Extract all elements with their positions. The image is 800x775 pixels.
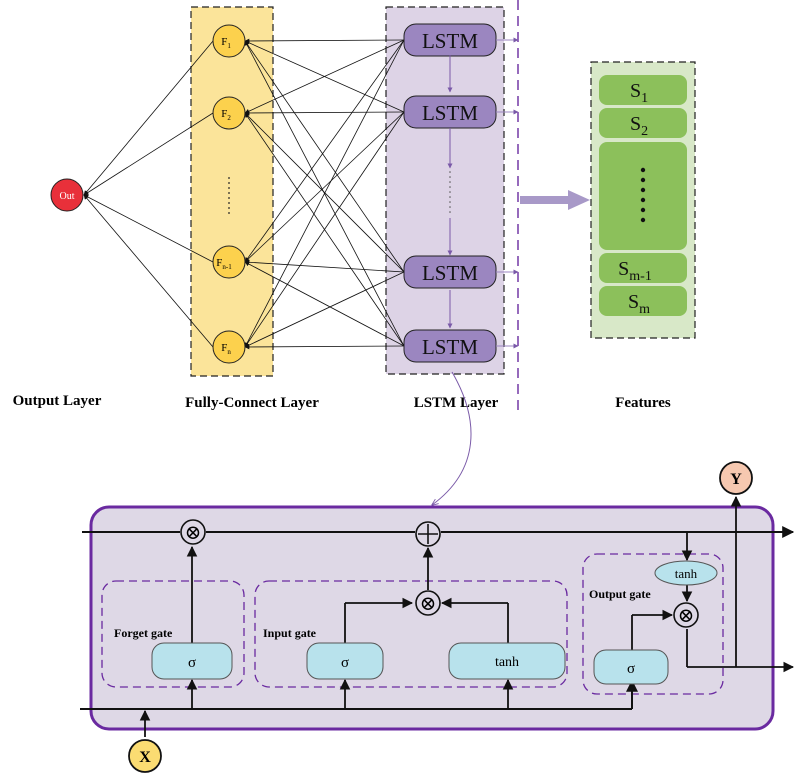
output-node-label: Out bbox=[60, 191, 75, 202]
fc-node: F1 bbox=[212, 24, 246, 58]
svg-text:σ: σ bbox=[627, 661, 635, 677]
lstm-layer-caption: LSTM Layer bbox=[414, 395, 499, 411]
lstm-cell: LSTM bbox=[403, 23, 497, 57]
feature-item: Sm-1 bbox=[599, 253, 687, 284]
output-tanh-ellipse: tanh bbox=[654, 560, 718, 586]
lstm-output-ticks bbox=[496, 37, 519, 349]
connection-lines bbox=[83, 38, 405, 350]
output-gate-box bbox=[582, 553, 724, 695]
fc-layer-caption: Fully-Connect Layer bbox=[185, 395, 319, 411]
input-x-node: X bbox=[128, 739, 162, 773]
feature-item: S2 bbox=[599, 108, 687, 139]
svg-text:⊗: ⊗ bbox=[185, 522, 202, 544]
lstm-cell-label: LSTM bbox=[422, 261, 478, 285]
detail-connector bbox=[432, 371, 472, 505]
lstm-cell-label: LSTM bbox=[422, 101, 478, 125]
forget-sigma-box: σ bbox=[151, 642, 233, 680]
features-caption: Features bbox=[615, 395, 671, 411]
fc-node-label: Fn bbox=[221, 342, 231, 356]
fc-ellipsis bbox=[228, 177, 230, 214]
hidden-state-line bbox=[80, 679, 638, 710]
features-ellipsis bbox=[640, 167, 646, 223]
output-y-node: Y bbox=[719, 461, 753, 495]
output-node: Out bbox=[50, 178, 84, 212]
lstm-cell: LSTM bbox=[403, 255, 497, 289]
input-sigma-box: σ bbox=[306, 642, 384, 680]
lstm-cell-label: LSTM bbox=[422, 29, 478, 53]
forget-gate-label: Forget gate bbox=[114, 626, 173, 640]
cell-add-op bbox=[415, 521, 441, 547]
input-multiply-op: ⊗ bbox=[415, 590, 441, 616]
lstm-cell-label: LSTM bbox=[422, 335, 478, 359]
svg-text:⊗: ⊗ bbox=[420, 593, 437, 615]
forget-gate-box bbox=[101, 580, 245, 688]
fc-node: Fn bbox=[212, 330, 246, 364]
forget-multiply-op: ⊗ bbox=[180, 519, 206, 545]
fc-node: F2 bbox=[212, 96, 246, 130]
svg-text:Y: Y bbox=[730, 471, 742, 488]
svg-text:σ: σ bbox=[341, 655, 349, 671]
lstm-cell: LSTM bbox=[403, 95, 497, 129]
input-tanh-box: tanh bbox=[448, 642, 566, 680]
feature-item: S1 bbox=[599, 75, 687, 106]
output-multiply-op: ⊗ bbox=[673, 602, 699, 628]
input-gate-label: Input gate bbox=[263, 626, 317, 640]
fc-layer-panel bbox=[190, 6, 274, 377]
output-gate-label: Output gate bbox=[589, 587, 651, 601]
fc-node: Fn-1 bbox=[212, 245, 246, 279]
lstm-ellipsis bbox=[449, 171, 451, 213]
svg-text:tanh: tanh bbox=[495, 655, 519, 670]
output-sigma-box: σ bbox=[593, 649, 669, 685]
lstm-layer-panel bbox=[385, 6, 505, 375]
svg-text:tanh: tanh bbox=[675, 566, 698, 581]
feature-item: Sm bbox=[599, 286, 687, 317]
lstm-cell: LSTM bbox=[403, 329, 497, 363]
to-features-arrow bbox=[520, 190, 590, 210]
output-layer-caption: Output Layer bbox=[13, 393, 102, 409]
svg-text:X: X bbox=[139, 749, 151, 766]
feature-item bbox=[599, 142, 687, 250]
input-gate-box bbox=[254, 580, 568, 688]
svg-text:⊗: ⊗ bbox=[678, 605, 695, 627]
svg-text:σ: σ bbox=[188, 655, 196, 671]
cell-internal-wires bbox=[139, 495, 795, 737]
fc-node-label: F2 bbox=[221, 108, 231, 122]
fc-node-label: F1 bbox=[221, 36, 231, 50]
